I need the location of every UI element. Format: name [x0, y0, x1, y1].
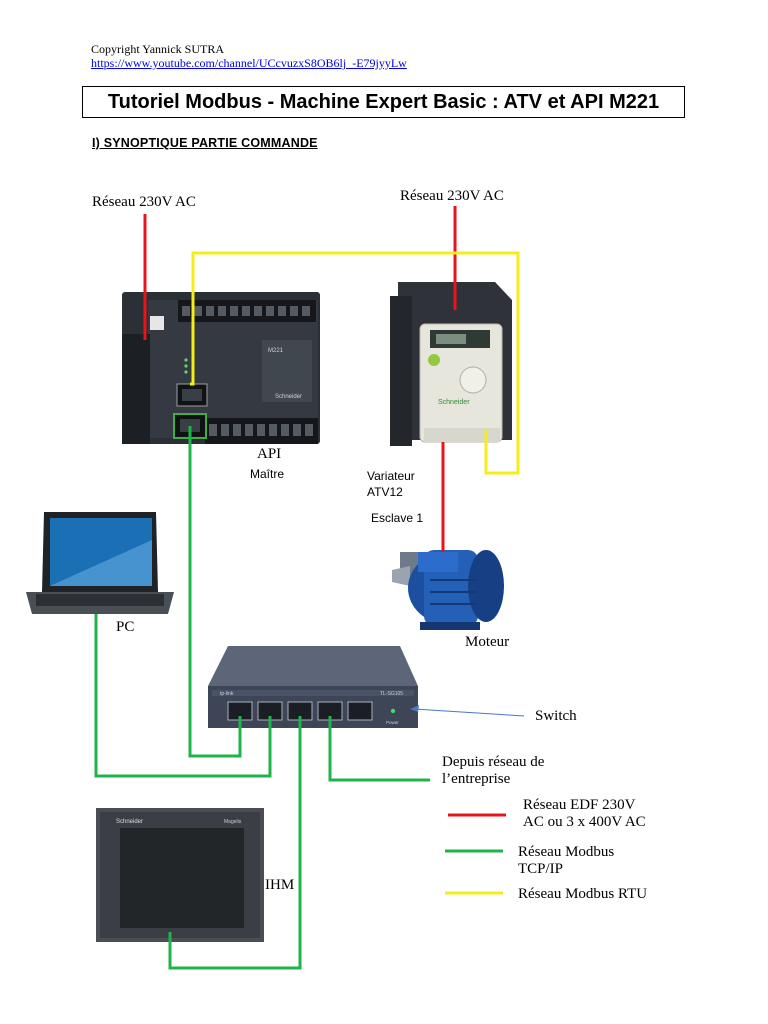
label-variateur: Variateur [367, 469, 415, 483]
drive-brand-text: Schneider [438, 399, 470, 406]
label-moteur: Moteur [465, 634, 510, 650]
switch-brand-text: tp-link [220, 691, 234, 697]
label-depuis-1: Depuis réseau de [442, 754, 545, 770]
legend-tcp-line1: Réseau Modbus [518, 844, 615, 860]
label-api: API [257, 446, 282, 462]
legend-rtu-line1: Réseau Modbus RTU [518, 886, 648, 902]
tcp-line-pc [94, 614, 272, 778]
hmi-device: Schneider Magelis [96, 808, 264, 942]
section-heading: I) SYNOPTIQUE PARTIE COMMANDE [92, 136, 318, 150]
tcp-line-plc [188, 426, 242, 758]
atv12-device: Schneider [390, 282, 512, 446]
label-atv12: ATV12 [367, 485, 403, 499]
label-switch: Switch [535, 708, 577, 724]
switch-arrowhead [410, 705, 419, 712]
label-reseau-drive: Réseau 230V AC [400, 188, 504, 204]
plc-model-text: M221 [268, 348, 284, 354]
label-depuis-2: l’entreprise [442, 771, 511, 787]
hmi-series-text: Magelis [224, 819, 242, 825]
modbus-rtu-line [190, 251, 520, 475]
legend-tcp-line2: TCP/IP [518, 861, 564, 877]
label-reseau-plc: Réseau 230V AC [92, 194, 196, 210]
tcp-line-enterprise [328, 716, 430, 782]
switch-device: tp-link TL-SG105 Power [208, 646, 418, 728]
legend-power-line1: Réseau EDF 230V [523, 797, 636, 813]
youtube-link[interactable]: https://www.youtube.com/channel/UCcvuzxS… [91, 56, 407, 70]
switch-arrow [413, 708, 525, 717]
hmi-brand-text: Schneider [116, 819, 143, 825]
motor-device [392, 550, 504, 630]
plc-brand-text: Schneider [275, 394, 302, 400]
label-pc: PC [116, 619, 135, 635]
tcp-line-hmi [168, 716, 302, 970]
laptop-device [26, 512, 174, 614]
switch-model-text: TL-SG105 [380, 691, 403, 697]
label-maitre: Maître [250, 467, 285, 481]
switch-power-text: Power [386, 720, 399, 725]
legend-power-line2: AC ou 3 x 400V AC [523, 814, 646, 830]
plc-device: M221 Schneider [122, 292, 320, 444]
title-frame [82, 86, 685, 118]
label-esclave: Esclave 1 [371, 511, 424, 525]
page-title: Tutoriel Modbus - Machine Expert Basic :… [107, 91, 660, 113]
label-ihm: IHM [265, 877, 295, 893]
copyright-text: Copyright Yannick SUTRA [91, 42, 225, 56]
